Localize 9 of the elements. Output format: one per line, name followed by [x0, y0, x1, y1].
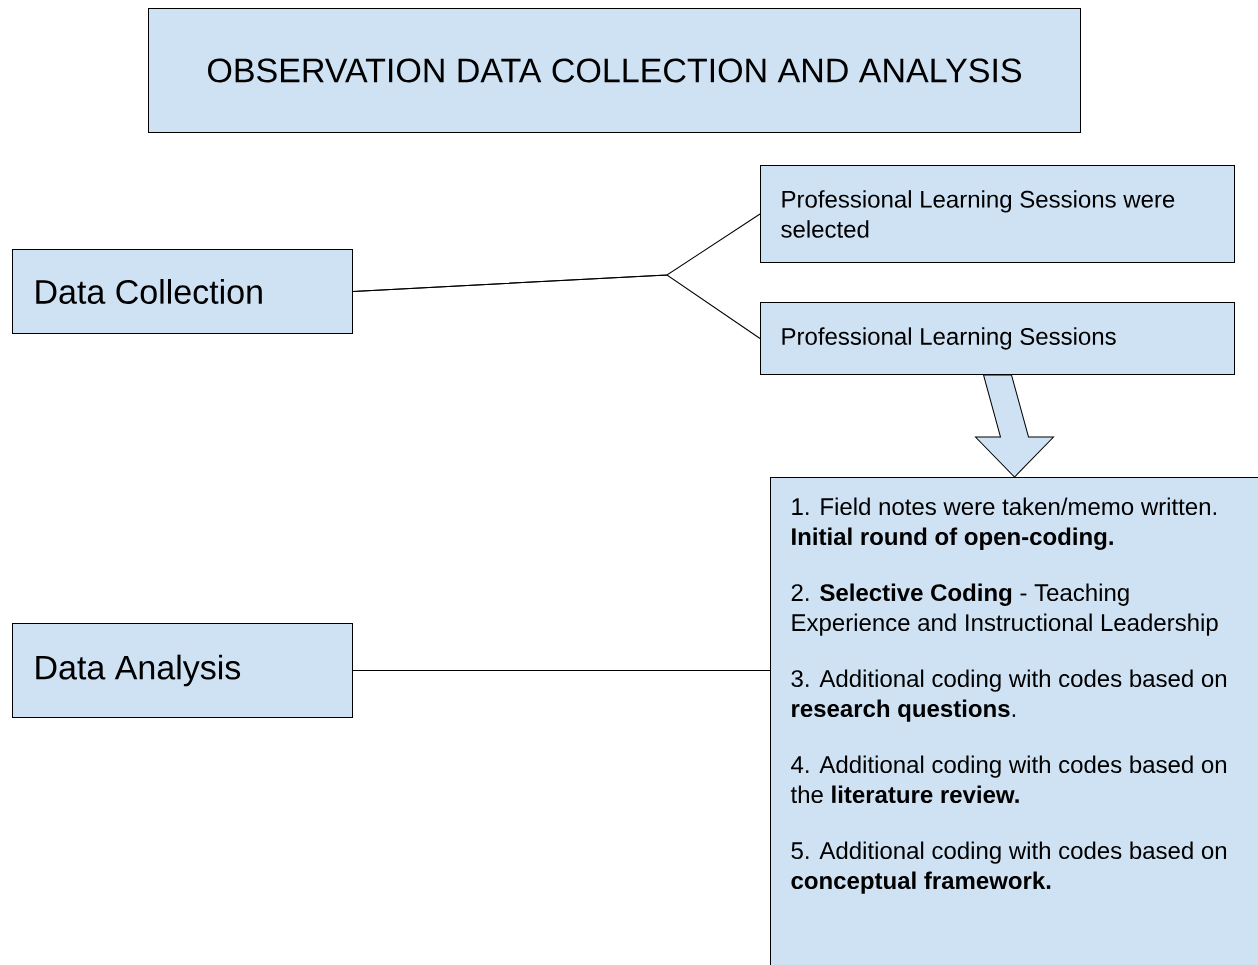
process-box: Professional Learning Sessions were selected: [760, 165, 1235, 263]
stage-box: Data Analysis: [12, 623, 353, 718]
steps-box: 1. Field notes were taken/memo written. Initial round of open-coding. 2. Selective Coding - Teaching Experience and Instructional Leadership 3. Additional coding with codes based on research questions. 4. Additional coding with codes based on the literature review. 5. Additional coding with codes based on conceptual framework.: [770, 477, 1258, 965]
block-arrow: [975, 374, 1054, 478]
title-box: OBSERVATION DATA COLLECTION AND ANALYSIS: [148, 8, 1081, 133]
connector-line: [352, 670, 771, 671]
stage-box: Data Collection: [12, 249, 353, 334]
process-box: Professional Learning Sessions: [760, 302, 1235, 375]
connector-line: [352, 274, 761, 339]
